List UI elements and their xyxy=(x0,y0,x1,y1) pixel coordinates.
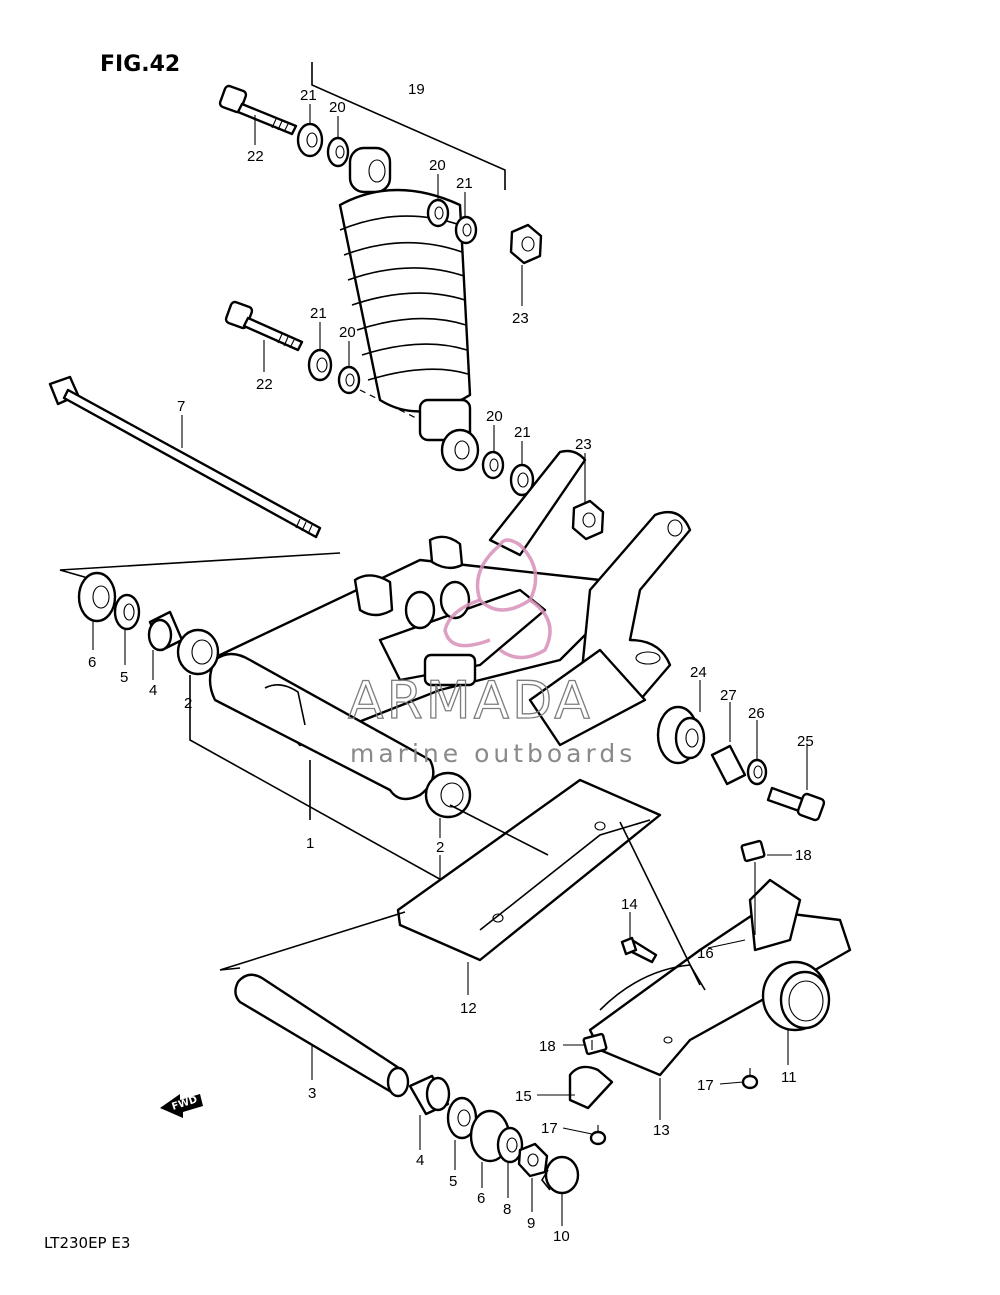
callout-21: 21 xyxy=(456,175,473,192)
callout-4: 4 xyxy=(416,1152,424,1169)
callout-18: 18 xyxy=(795,847,812,864)
callout-11: 11 xyxy=(781,1069,797,1086)
chain-case xyxy=(588,821,852,1120)
callout-5: 5 xyxy=(120,669,128,686)
small-fasteners xyxy=(568,839,766,1146)
shock-bottom-eye xyxy=(440,428,480,472)
screw-17 xyxy=(589,1130,607,1146)
axle-tube xyxy=(234,973,409,1098)
left-pivot-parts xyxy=(77,571,472,883)
callout-16: 16 xyxy=(697,945,714,962)
callout-8: 8 xyxy=(503,1201,511,1218)
watermark-brand: ARMADA xyxy=(348,671,593,731)
callout-22: 22 xyxy=(247,148,264,165)
callout-21: 21 xyxy=(310,305,327,322)
shock-absorber-group xyxy=(218,62,605,541)
callout-15: 15 xyxy=(515,1088,532,1105)
callout-23: 23 xyxy=(512,310,529,327)
right-pivot-parts xyxy=(656,680,826,822)
callout-9: 9 xyxy=(527,1215,535,1232)
clip-nut-upper xyxy=(740,839,766,863)
leader-lines xyxy=(181,104,792,1135)
upper-bolt xyxy=(218,84,298,136)
figure-title: FIG.42 xyxy=(100,52,180,77)
upper-collar xyxy=(296,122,324,158)
callout-2: 2 xyxy=(184,695,192,712)
callout-22: 22 xyxy=(256,376,273,393)
callout-4: 4 xyxy=(149,682,157,699)
pivot-shaft xyxy=(48,375,341,581)
callout-23: 23 xyxy=(575,436,592,453)
callout-20: 20 xyxy=(429,157,446,174)
callout-numbers: 1 2 2 3 4 4 5 5 6 6 7 8 9 10 11 12 13 14… xyxy=(88,81,814,1245)
callout-1: 1 xyxy=(306,835,314,852)
callout-20: 20 xyxy=(339,324,356,341)
callout-21: 21 xyxy=(514,424,531,441)
clip-nut-lower xyxy=(582,1032,608,1056)
watermark-tagline: marine outboards xyxy=(350,739,636,768)
chain-guard xyxy=(219,778,662,995)
callout-5: 5 xyxy=(449,1173,457,1190)
fwd-arrow-icon: FWD xyxy=(160,1094,203,1118)
lower-nut xyxy=(571,499,605,541)
axle-cap xyxy=(544,1155,580,1195)
clamp-15 xyxy=(568,1065,614,1110)
callout-18: 18 xyxy=(539,1038,556,1055)
model-code: LT230EP E3 xyxy=(44,1234,130,1252)
callout-3: 3 xyxy=(308,1085,316,1102)
axle-parts xyxy=(234,973,580,1226)
group-bracket-19 xyxy=(311,62,506,190)
shock-top-eye xyxy=(348,146,392,194)
upper-nut xyxy=(509,223,543,265)
callout-2: 2 xyxy=(436,839,444,856)
callout-25: 25 xyxy=(797,733,814,750)
callout-20: 20 xyxy=(486,408,503,425)
upper-washer xyxy=(326,136,350,168)
callout-17: 17 xyxy=(697,1077,714,1094)
callout-26: 26 xyxy=(748,705,765,722)
lower-bolt xyxy=(224,300,304,352)
callout-12: 12 xyxy=(460,1000,477,1017)
callout-6: 6 xyxy=(88,654,96,671)
callout-10: 10 xyxy=(553,1228,570,1245)
callout-13: 13 xyxy=(653,1122,670,1139)
callout-17: 17 xyxy=(541,1120,558,1137)
watermark: ARMADA marine outboards xyxy=(347,538,636,768)
callout-14: 14 xyxy=(621,896,638,913)
callout-21: 21 xyxy=(300,87,317,104)
callout-27: 27 xyxy=(720,687,737,704)
callout-19: 19 xyxy=(408,81,425,98)
callout-7: 7 xyxy=(177,398,185,415)
callout-24: 24 xyxy=(690,664,707,681)
callout-20: 20 xyxy=(329,99,346,116)
callout-6: 6 xyxy=(477,1190,485,1207)
